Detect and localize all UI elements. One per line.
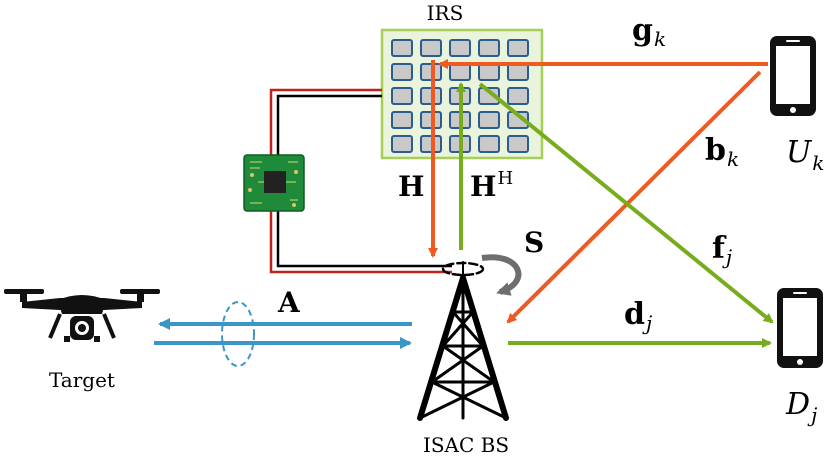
link-g-label: gk: [632, 13, 666, 51]
irs-elements: [391, 39, 529, 153]
irs-element: [420, 39, 442, 57]
link-f-label: fj: [712, 231, 732, 269]
link-arrows: [154, 59, 774, 367]
rotation-s-label: S: [524, 226, 544, 259]
irs-element: [507, 135, 529, 153]
irs-element: [478, 111, 500, 129]
irs-element: [391, 135, 413, 153]
link-d-label: dj: [624, 297, 652, 335]
user-dj-label: Dj: [785, 387, 817, 427]
irs-element: [478, 63, 500, 81]
irs-element: [507, 63, 529, 81]
drone-target-icon: [4, 289, 160, 342]
link-b-label: bk: [705, 133, 739, 171]
phone-dj-icon: [777, 288, 823, 368]
irs-element: [507, 87, 529, 105]
link-b-arrow: [506, 70, 762, 324]
irs-element: [449, 63, 471, 81]
irs-element: [478, 39, 500, 57]
irs-element: [507, 39, 529, 57]
irs-element: [391, 87, 413, 105]
irs-panel: [380, 28, 544, 160]
irs-element: [507, 111, 529, 129]
irs-element: [449, 39, 471, 57]
link-h-label: H: [398, 170, 424, 203]
sensing-a-label: A: [277, 286, 301, 319]
irs-element: [478, 87, 500, 105]
link-hh-label: HH: [470, 168, 513, 203]
bs-label: ISAC BS: [423, 433, 509, 457]
irs-element: [478, 135, 500, 153]
irs-element: [391, 111, 413, 129]
rotation-arrow-icon: [481, 254, 522, 296]
irs-controller-chip-icon: [243, 154, 305, 212]
irs-element: [391, 39, 413, 57]
irs-label: IRS: [427, 1, 464, 25]
link-f-arrow: [478, 82, 774, 324]
user-uk-label: Uk: [786, 135, 824, 175]
isac-bs-tower-icon: [417, 261, 509, 421]
target-label: Target: [49, 368, 115, 392]
irs-element: [391, 63, 413, 81]
beam-group-ellipse: [221, 301, 255, 367]
phone-uk-icon: [770, 36, 816, 116]
